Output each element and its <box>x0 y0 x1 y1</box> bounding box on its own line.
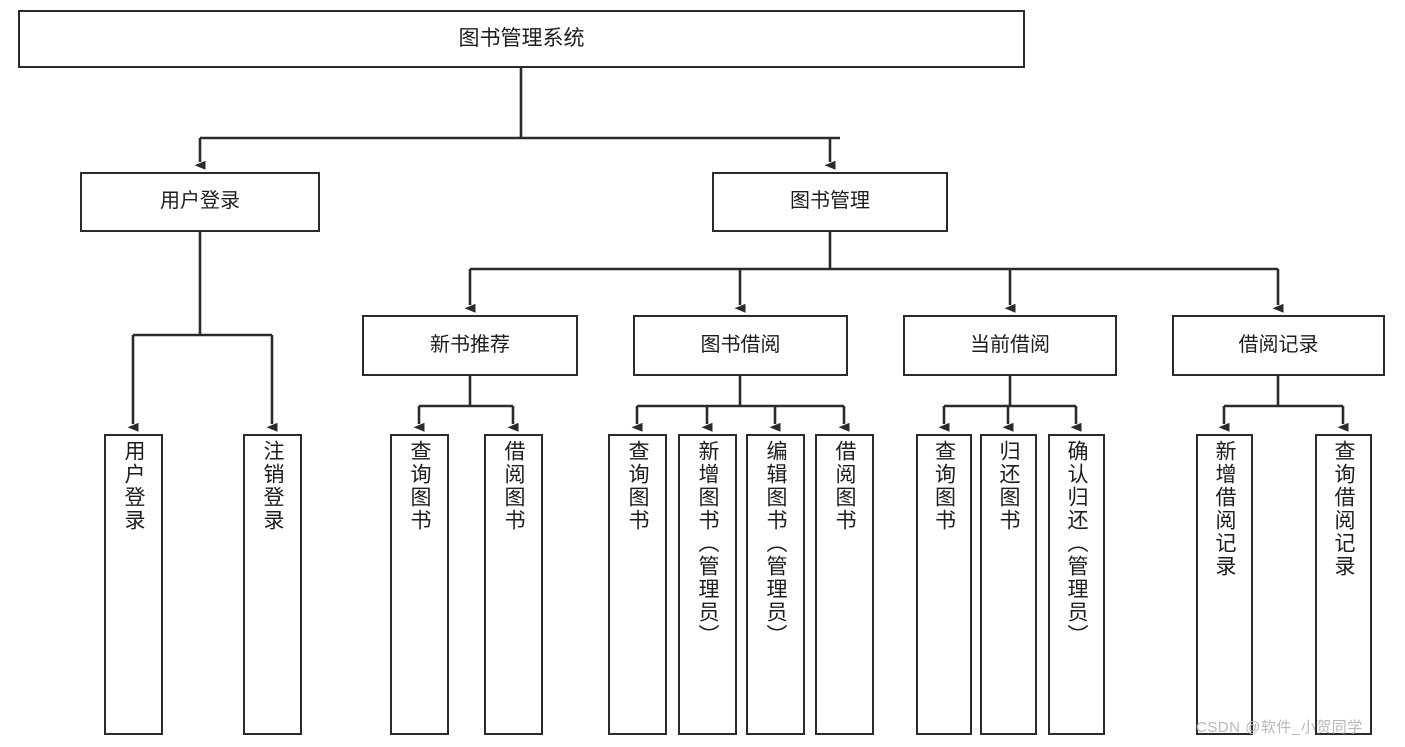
node-leaf-add-record[interactable]: 新增借阅记录 <box>1196 434 1253 735</box>
node-root-label: 图书管理系统 <box>458 26 585 50</box>
node-leaf-add-book-label: 新增图书（管理员） <box>696 440 719 647</box>
node-leaf-query-book-new[interactable]: 查询图书 <box>390 434 449 735</box>
node-leaf-borrow-book[interactable]: 借阅图书 <box>815 434 874 735</box>
node-leaf-query-record-label: 查询借阅记录 <box>1332 440 1355 578</box>
node-current-borrow[interactable]: 当前借阅 <box>903 315 1117 376</box>
node-leaf-query-book-borrow[interactable]: 查询图书 <box>608 434 667 735</box>
node-new-book-recommend[interactable]: 新书推荐 <box>362 315 578 376</box>
node-leaf-query-book-cur-label: 查询图书 <box>932 440 956 532</box>
node-leaf-edit-book[interactable]: 编辑图书（管理员） <box>746 434 805 735</box>
node-leaf-return-book-label: 归还图书 <box>997 440 1020 532</box>
node-book-borrow[interactable]: 图书借阅 <box>633 315 848 376</box>
node-leaf-edit-book-label: 编辑图书（管理员） <box>764 440 787 647</box>
node-book-management-label: 图书管理 <box>790 190 870 213</box>
node-root[interactable]: 图书管理系统 <box>18 10 1025 68</box>
node-borrow-record-label: 借阅记录 <box>1238 333 1319 356</box>
node-leaf-user-logout-label: 注销登录 <box>261 440 284 532</box>
node-leaf-add-record-label: 新增借阅记录 <box>1213 440 1236 578</box>
node-leaf-query-book-new-label: 查询图书 <box>408 440 431 532</box>
node-user-login-label: 用户登录 <box>160 190 240 213</box>
node-leaf-borrow-book-new-label: 借阅图书 <box>502 440 525 532</box>
node-leaf-confirm-return[interactable]: 确认归还（管理员） <box>1048 434 1105 735</box>
node-leaf-borrow-book-label: 借阅图书 <box>833 440 856 532</box>
node-leaf-user-logout[interactable]: 注销登录 <box>243 434 302 735</box>
node-book-borrow-label: 图书借阅 <box>700 333 781 356</box>
watermark-text: CSDN @软件_小贺同学 <box>1196 719 1363 736</box>
node-leaf-return-book[interactable]: 归还图书 <box>980 434 1037 735</box>
node-leaf-query-book-cur[interactable]: 查询图书 <box>916 434 972 735</box>
node-leaf-query-record[interactable]: 查询借阅记录 <box>1315 434 1372 735</box>
node-new-book-recommend-label: 新书推荐 <box>430 333 510 356</box>
node-leaf-user-login[interactable]: 用户登录 <box>104 434 163 735</box>
node-leaf-user-login-label: 用户登录 <box>122 440 145 532</box>
node-leaf-add-book[interactable]: 新增图书（管理员） <box>678 434 737 735</box>
node-leaf-borrow-book-new[interactable]: 借阅图书 <box>484 434 543 735</box>
node-leaf-query-book-borrow-label: 查询图书 <box>626 440 649 532</box>
node-book-management[interactable]: 图书管理 <box>712 172 948 232</box>
node-borrow-record[interactable]: 借阅记录 <box>1172 315 1385 376</box>
node-leaf-confirm-return-label: 确认归还（管理员） <box>1065 440 1088 647</box>
node-current-borrow-label: 当前借阅 <box>970 333 1050 356</box>
node-user-login[interactable]: 用户登录 <box>80 172 320 232</box>
